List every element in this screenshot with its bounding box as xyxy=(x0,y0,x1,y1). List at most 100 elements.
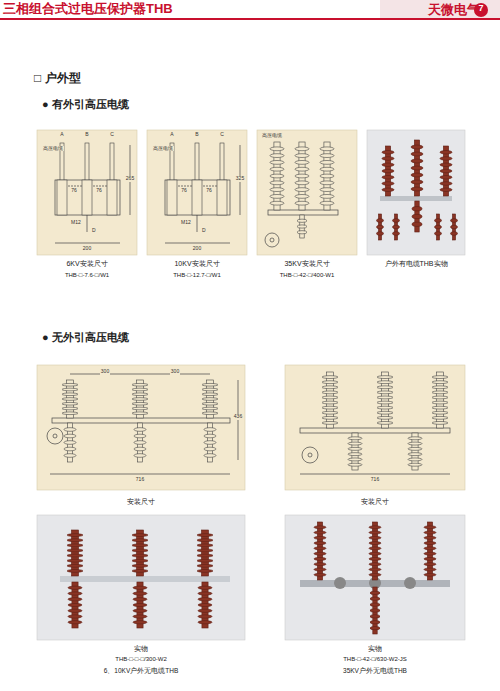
arrester-shed xyxy=(85,143,89,180)
arrester-shed xyxy=(320,147,334,151)
arrester-shed xyxy=(411,173,423,177)
arrester-shed xyxy=(202,412,218,415)
arrester-shed xyxy=(198,615,212,618)
arrester-shed xyxy=(377,406,393,409)
arrester-shed xyxy=(202,393,218,396)
arrester-shed xyxy=(393,219,400,223)
arrester-shed xyxy=(197,554,213,557)
arrester-shed xyxy=(424,542,436,545)
arrester-shed xyxy=(370,591,380,594)
arrester-shed xyxy=(440,188,452,192)
arrester-shed xyxy=(377,416,393,419)
caption-text: THB-□-42-□/400-W1 xyxy=(280,272,335,279)
dimension-label: D xyxy=(91,228,97,234)
arrester-shed xyxy=(68,586,82,589)
arrester-shed xyxy=(217,180,227,215)
arrester-shed xyxy=(370,609,380,612)
arrester-shed xyxy=(64,441,76,445)
arrester-shed xyxy=(62,393,78,396)
arrester-shed xyxy=(377,219,384,223)
arrester-shed xyxy=(314,526,326,529)
arrester-shed xyxy=(424,547,436,550)
arrester-shed xyxy=(411,187,423,191)
arrester-shed xyxy=(198,621,212,624)
arrester-shed xyxy=(204,434,216,438)
arrester-shed xyxy=(432,406,448,409)
arrester-shed xyxy=(369,563,381,566)
photo-panels xyxy=(37,130,465,640)
arrester-shed xyxy=(411,180,423,184)
arrester-shed xyxy=(136,530,143,576)
arrester-shed xyxy=(377,391,393,394)
arrester-shed xyxy=(110,143,114,180)
dimension-label: A xyxy=(59,132,64,138)
arrester-shed xyxy=(424,552,436,555)
arrester-shed xyxy=(314,536,326,539)
arrester-shed xyxy=(424,563,436,566)
arrester-shed xyxy=(440,182,452,186)
dimension-label: B xyxy=(194,132,199,138)
arrester-shed xyxy=(377,381,393,384)
arrester-shed xyxy=(204,428,216,432)
arrester-shed xyxy=(382,188,394,192)
arrester-shed xyxy=(133,615,147,618)
dimension-label: 200 xyxy=(82,246,92,252)
dimension-label: 高压电缆 xyxy=(152,146,174,151)
arrester-shed xyxy=(134,441,146,445)
caption-text: □ 户外型 xyxy=(34,72,81,86)
arrester-shed xyxy=(393,232,400,236)
arrester-shed xyxy=(67,564,83,567)
dimension-label: 76 xyxy=(95,188,103,194)
arrester-shed xyxy=(201,530,208,576)
arrester-shed xyxy=(427,522,432,580)
arrester-shed xyxy=(314,568,326,571)
drawing-panels xyxy=(37,130,465,490)
arrester-shed xyxy=(67,559,83,562)
arrester-shed xyxy=(370,621,380,624)
arrester-shed xyxy=(204,447,216,451)
arrester-shed xyxy=(369,542,381,545)
arrester-shed xyxy=(382,176,394,180)
arrester-shed xyxy=(411,166,423,170)
dimension-label: M12 xyxy=(180,220,192,226)
arrester-shed xyxy=(133,598,147,601)
arrester-shed xyxy=(320,160,334,164)
arrester-shed xyxy=(134,434,146,438)
arrester-shed xyxy=(424,573,436,576)
arrester-shed xyxy=(197,539,213,542)
arrester-shed xyxy=(204,441,216,445)
arrester-shed xyxy=(432,381,448,384)
arrester-shed xyxy=(204,454,216,458)
arrester-shed xyxy=(198,598,212,601)
arrester-shed xyxy=(295,201,309,205)
arrester-shed xyxy=(62,388,78,391)
arrester-shed xyxy=(432,401,448,404)
arrester-shed xyxy=(382,163,394,167)
arrester-shed xyxy=(382,151,394,155)
arrester-shed xyxy=(412,214,422,218)
arrester-shed xyxy=(132,559,148,562)
arrester-shed xyxy=(197,559,213,562)
arrester-shed xyxy=(372,522,377,580)
arrester-shed xyxy=(440,176,452,180)
arrester-shed xyxy=(197,569,213,572)
arrester-shed xyxy=(132,544,148,547)
arrester-shed xyxy=(382,157,394,161)
arrester-shed xyxy=(132,569,148,572)
arrester-shed xyxy=(133,586,147,589)
arrester-shed xyxy=(132,412,148,415)
arrester-shed xyxy=(369,526,381,529)
arrester-shed xyxy=(412,222,422,226)
arrester-shed xyxy=(369,568,381,571)
dimension-label: M12 xyxy=(70,220,82,226)
arrester-shed xyxy=(424,531,436,534)
arrester-shed xyxy=(62,412,78,415)
caption-text: 安装尺寸 xyxy=(361,498,389,506)
arrester-shed xyxy=(64,454,76,458)
arrester-shed xyxy=(198,609,212,612)
arrester-shed xyxy=(132,549,148,552)
arrester-shed xyxy=(369,552,381,555)
arrester-shed xyxy=(67,549,83,552)
caption-text: 实物 xyxy=(134,645,148,653)
caption-text: 天微电气 xyxy=(428,3,480,18)
